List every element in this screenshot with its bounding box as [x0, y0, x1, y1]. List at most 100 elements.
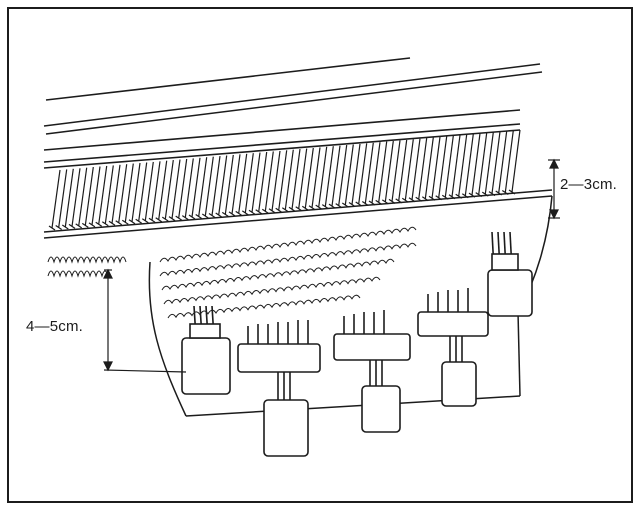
needle-bed-edge	[43, 189, 553, 239]
needle	[51, 169, 61, 229]
needle	[304, 147, 314, 209]
needle	[438, 136, 448, 198]
needle-hook	[141, 218, 149, 224]
needle	[384, 140, 394, 202]
needle	[251, 152, 261, 213]
needle	[331, 145, 341, 207]
needle-hook	[195, 214, 203, 219]
machine-rails	[43, 57, 543, 169]
dimension-line-right	[548, 158, 560, 220]
needle	[484, 132, 494, 195]
needle	[411, 138, 421, 200]
needle-hook	[161, 216, 169, 222]
dimension-label-2-3cm: 2—3cm.	[560, 176, 618, 193]
dimension-line-left	[103, 268, 187, 373]
needle-hook	[155, 217, 163, 223]
needle-hook	[48, 225, 56, 231]
needle	[144, 161, 154, 221]
needle	[64, 168, 74, 228]
needle	[151, 161, 161, 221]
needle-hook	[95, 221, 103, 227]
needle	[84, 167, 94, 226]
needle	[211, 156, 221, 216]
needle	[511, 129, 521, 193]
needle	[504, 130, 514, 193]
needle	[491, 131, 501, 194]
needle	[124, 163, 134, 223]
fabric-stitch-rows	[159, 226, 417, 319]
needle-hook	[101, 221, 109, 227]
needle	[164, 160, 174, 220]
needle	[191, 157, 201, 218]
needle-hook	[215, 212, 223, 218]
stitch-row	[159, 226, 417, 263]
needle-hook	[181, 215, 189, 221]
needle	[358, 143, 368, 205]
needle	[171, 159, 181, 219]
needle	[391, 140, 401, 202]
needle	[278, 150, 288, 211]
needle	[244, 153, 254, 213]
needle-hook	[81, 222, 89, 228]
needle-hook	[115, 220, 123, 226]
needle-hook	[135, 218, 143, 224]
needle	[118, 164, 128, 223]
needle	[451, 135, 461, 197]
needle	[224, 154, 234, 215]
needle	[298, 148, 308, 209]
needle-hook	[55, 225, 63, 230]
needle-hook	[148, 217, 156, 223]
needle	[184, 158, 194, 218]
stitch-row	[161, 258, 395, 291]
needle-hook	[121, 219, 129, 225]
claw-weight-left	[181, 305, 231, 395]
claw-weight-right-upper	[487, 231, 533, 317]
needle	[104, 165, 114, 224]
needle	[344, 144, 354, 206]
needle	[71, 168, 81, 227]
needle-bed	[48, 129, 521, 231]
needle-hook	[68, 223, 76, 229]
needle	[404, 139, 414, 201]
needle	[378, 141, 388, 203]
claw-weight-comb-1	[237, 320, 321, 457]
needle	[204, 156, 214, 217]
needle	[398, 139, 408, 201]
stitch-row	[163, 276, 381, 305]
needle-hook	[75, 223, 83, 229]
claw-weight-comb-2	[333, 310, 411, 433]
needle-hook	[221, 211, 229, 217]
needle	[364, 142, 374, 204]
needle-hook	[261, 208, 269, 214]
needle	[238, 153, 248, 214]
needle	[371, 142, 381, 204]
needle	[444, 135, 454, 198]
needle-hook	[61, 224, 69, 230]
needle-hook	[188, 214, 196, 220]
needle-hook	[241, 210, 249, 216]
needle-hook	[248, 209, 256, 215]
needle	[58, 169, 68, 228]
needle-hook	[175, 215, 183, 221]
selvage-stitches	[47, 256, 127, 278]
needle-hook	[268, 208, 276, 214]
needle	[418, 138, 428, 200]
needle	[98, 165, 108, 225]
needle-hook	[201, 213, 209, 219]
needle-hook	[208, 213, 216, 218]
needle	[291, 149, 301, 210]
needle	[271, 150, 281, 211]
needle	[258, 151, 268, 212]
needle-hook	[88, 222, 96, 228]
needle	[431, 136, 441, 199]
needle-hook	[288, 206, 296, 212]
needle-hook	[108, 220, 116, 226]
needle	[351, 143, 361, 205]
needle-hook	[255, 209, 263, 215]
needle	[111, 164, 121, 224]
claw-weight-comb-3	[417, 288, 489, 407]
claw-weights	[181, 231, 533, 457]
needle	[138, 162, 148, 222]
